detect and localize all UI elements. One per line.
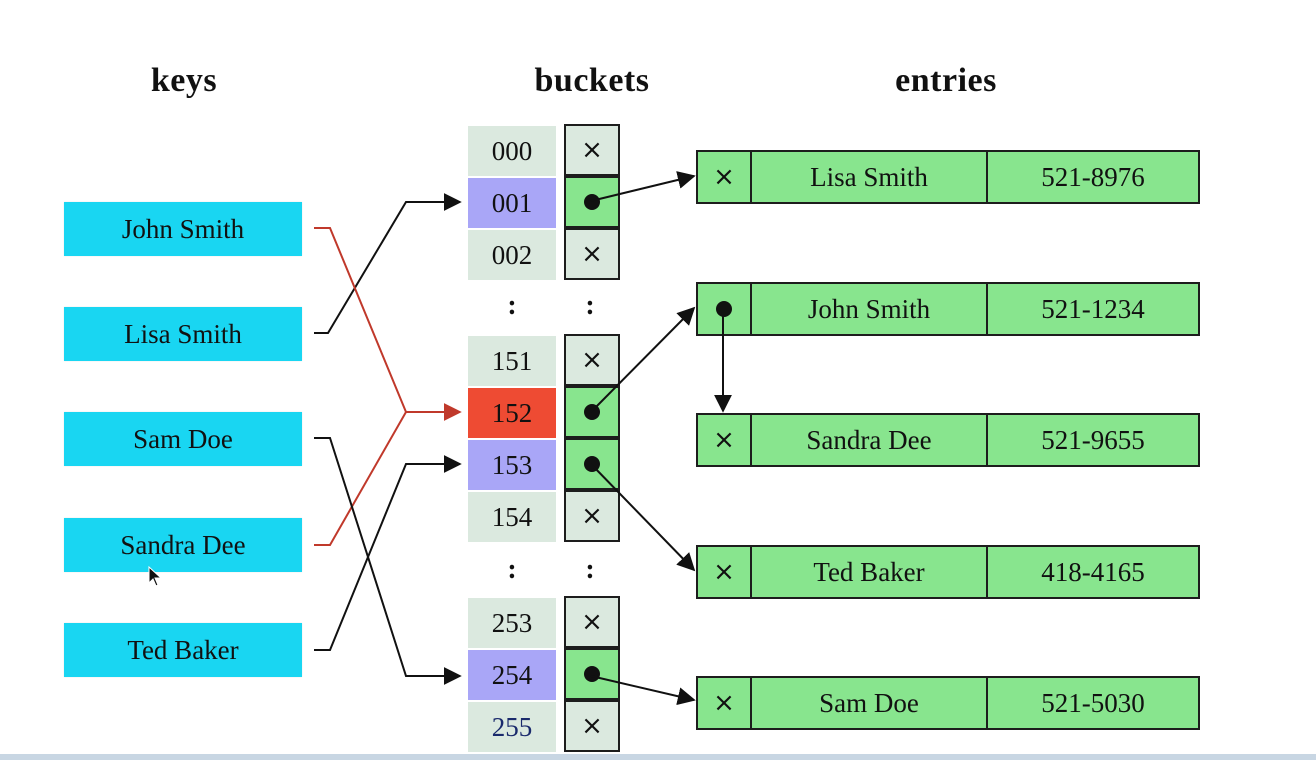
bucket-slot-000: ×: [564, 124, 620, 176]
bucket-slot-001: [564, 176, 620, 228]
entry-name: Ted Baker: [752, 547, 988, 597]
bucket-ellipsis: :: [507, 290, 517, 321]
bucket-slot-255: ×: [564, 700, 620, 752]
bucket-slot-254: [564, 648, 620, 700]
bucket-index-152: 152: [468, 388, 556, 438]
entry-name: Lisa Smith: [752, 152, 988, 202]
entry-name: Sandra Dee: [752, 415, 988, 465]
arrow-lisa-smith-to-001: [314, 193, 462, 334]
entry-next-pointer: ×: [698, 415, 752, 465]
pointer-dot-icon: [716, 301, 732, 317]
entry-sam-doe: × Sam Doe 521-5030: [696, 676, 1200, 730]
entry-phone: 521-9655: [1041, 424, 1145, 455]
bucket-ellipsis: :: [507, 554, 517, 585]
pointer-dot-icon: [584, 666, 600, 682]
bucket-slot-253: ×: [564, 596, 620, 648]
entry-ted-baker: × Ted Baker 418-4165: [696, 545, 1200, 599]
arrow-john-smith-to-152: [314, 227, 462, 421]
entry-sandra-dee: × Sandra Dee 521-9655: [696, 413, 1200, 467]
entry-next-pointer: [698, 284, 752, 334]
entry-next-pointer: ×: [698, 152, 752, 202]
keys-heading: keys: [150, 62, 218, 99]
bucket-index-255: 255: [468, 702, 556, 752]
bucket-index-001: 001: [468, 178, 556, 228]
bucket-index-002: 002: [468, 230, 556, 280]
buckets-heading: buckets: [534, 62, 650, 99]
null-mark-icon: ×: [581, 711, 603, 741]
entry-phone: 521-1234: [1041, 293, 1145, 324]
null-mark-icon: ×: [713, 688, 735, 718]
entry-phone: 418-4165: [1041, 556, 1145, 587]
null-mark-icon: ×: [713, 162, 735, 192]
bucket-slot-152: [564, 386, 620, 438]
bucket-index-253: 253: [468, 598, 556, 648]
key-ted-baker: Ted Baker: [64, 623, 302, 677]
entry-phone: 521-5030: [1041, 687, 1145, 718]
null-mark-icon: ×: [713, 557, 735, 587]
entry-next-pointer: ×: [698, 547, 752, 597]
window-bottom-edge: [0, 754, 1316, 760]
key-lisa-smith: Lisa Smith: [64, 307, 302, 361]
bucket-slot-151: ×: [564, 334, 620, 386]
bucket-index-000: 000: [468, 126, 556, 176]
entry-lisa-smith: × Lisa Smith 521-8976: [696, 150, 1200, 204]
null-mark-icon: ×: [581, 345, 603, 375]
entry-john-smith: John Smith 521-1234: [696, 282, 1200, 336]
entry-phone: 521-8976: [1041, 161, 1145, 192]
bucket-slot-154: ×: [564, 490, 620, 542]
key-sam-doe: Sam Doe: [64, 412, 302, 466]
null-mark-icon: ×: [581, 135, 603, 165]
bucket-index-154: 154: [468, 492, 556, 542]
entry-name: John Smith: [752, 284, 988, 334]
bucket-slot-153: [564, 438, 620, 490]
key-sandra-dee: Sandra Dee: [64, 518, 302, 572]
entries-heading: entries: [895, 62, 997, 99]
null-mark-icon: ×: [581, 239, 603, 269]
pointer-dot-icon: [584, 404, 600, 420]
bucket-index-151: 151: [468, 336, 556, 386]
mouse-cursor-icon: [148, 566, 163, 587]
null-mark-icon: ×: [581, 501, 603, 531]
key-john-smith: John Smith: [64, 202, 302, 256]
arrow-sandra-dee-to-152: [314, 411, 407, 546]
bucket-index-153: 153: [468, 440, 556, 490]
pointer-dot-icon: [584, 456, 600, 472]
null-mark-icon: ×: [713, 425, 735, 455]
bucket-ellipsis: :: [585, 554, 595, 585]
null-mark-icon: ×: [581, 607, 603, 637]
bucket-ellipsis: :: [585, 290, 595, 321]
pointer-dot-icon: [584, 194, 600, 210]
arrow-sam-doe-to-254: [314, 437, 462, 685]
bucket-index-254: 254: [468, 650, 556, 700]
arrow-ted-baker-to-153: [314, 455, 462, 651]
bucket-slot-002: ×: [564, 228, 620, 280]
entry-name: Sam Doe: [752, 678, 988, 728]
entry-next-pointer: ×: [698, 678, 752, 728]
